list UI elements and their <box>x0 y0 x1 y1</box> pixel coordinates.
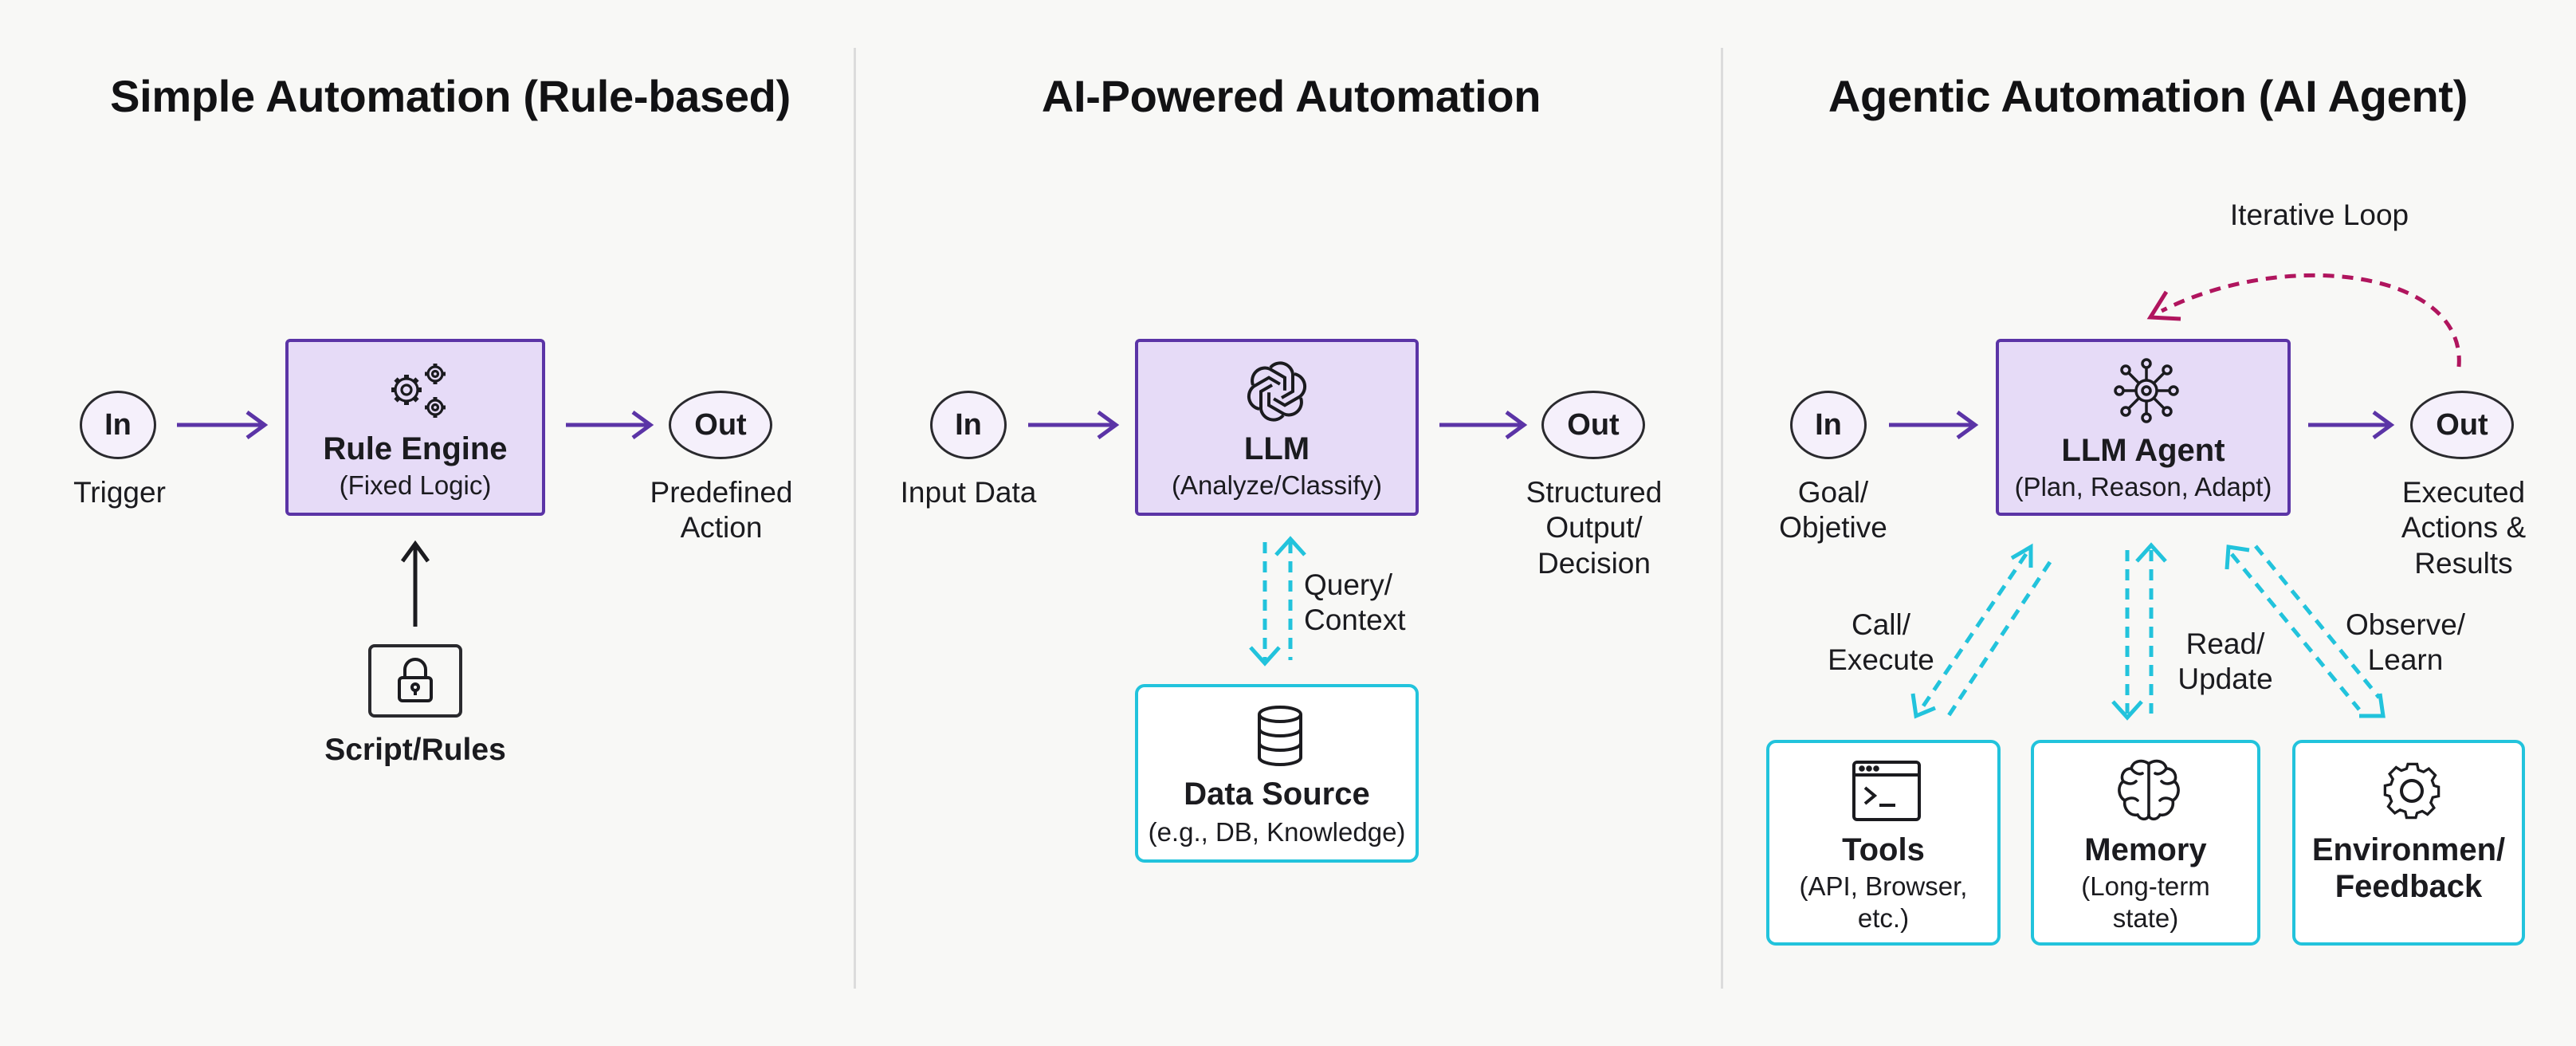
terminal-icon <box>1852 761 1921 821</box>
data-source-title: Data Source <box>1184 777 1370 812</box>
observe-line1: Observe/ <box>2345 608 2466 641</box>
llm-title: LLM <box>1243 431 1310 466</box>
arrow-llm-to-output <box>1439 410 1528 440</box>
exec-line3: Results <box>2414 546 2513 580</box>
output-line2: Output/ <box>1545 511 1643 545</box>
script-rules-label: Script/Rules <box>324 733 506 767</box>
output-line3: Decision <box>1537 546 1651 580</box>
tools-subtitle-2: etc.) <box>1857 903 1910 933</box>
arrow-agent-environment <box>2225 545 2386 718</box>
goal-line2: Objetive <box>1779 511 1887 545</box>
output-node: Out <box>1541 391 1645 459</box>
gears-icon <box>391 364 446 418</box>
panel-title-agentic: Agentic Automation (AI Agent) <box>1828 71 2468 121</box>
memory-box: Memory (Long-term state) <box>2031 740 2260 946</box>
llm-agent-title: LLM Agent <box>2061 433 2225 468</box>
panel-divider-2 <box>1721 48 1723 989</box>
call-line2: Execute <box>1828 643 1934 677</box>
arrow-iterative-loop <box>2146 273 2461 368</box>
iterative-loop-label: Iterative Loop <box>2229 199 2409 231</box>
panel-title-ai: AI-Powered Automation <box>1041 71 1541 121</box>
llm-agent-subtitle: (Plan, Reason, Adapt) <box>2014 472 2272 501</box>
arrow-goal-to-agent <box>1889 410 1979 440</box>
rule-engine-subtitle: (Fixed Logic) <box>339 470 492 500</box>
read-line1: Read/ <box>2185 627 2265 660</box>
data-source-box: Data Source (e.g., DB, Knowledge) <box>1135 684 1419 863</box>
tools-title: Tools <box>1842 832 1925 867</box>
input-node: In <box>930 391 1007 459</box>
arrow-llm-datasource <box>1262 542 1293 660</box>
panel-divider-1 <box>854 48 856 989</box>
rule-engine-box: Rule Engine (Fixed Logic) <box>285 339 545 516</box>
lock-icon <box>398 658 433 702</box>
output-line1: Structured <box>1526 476 1663 509</box>
rules-box <box>368 644 462 718</box>
memory-subtitle-1: (Long-term <box>2081 871 2210 901</box>
arrow-engine-to-output <box>566 410 654 440</box>
arrow-input-to-llm <box>1028 410 1120 440</box>
panel-title-simple: Simple Automation (Rule-based) <box>110 71 791 121</box>
input-data-label: Input Data <box>900 476 1037 509</box>
exec-line2: Actions & <box>2401 511 2527 545</box>
trigger-label: Trigger <box>73 476 166 509</box>
data-source-subtitle: (e.g., DB, Knowledge) <box>1148 817 1406 847</box>
llm-box: LLM (Analyze/Classify) <box>1135 339 1419 516</box>
arrow-agent-to-output <box>2308 410 2395 440</box>
environment-title-2: Feedback <box>2334 869 2483 904</box>
goal-line1: Goal/ <box>1797 476 1869 509</box>
tools-subtitle-1: (API, Browser, <box>1799 871 1968 901</box>
observe-line2: Learn <box>2367 643 2444 677</box>
output-node: Out <box>669 391 772 459</box>
observe-learn-label: Observe/ Learn <box>2334 608 2477 678</box>
environment-box: Environmen/ Feedback <box>2292 740 2525 946</box>
memory-title: Memory <box>2084 832 2207 867</box>
goal-label: Goal/ Objetive <box>1753 475 1913 546</box>
llm-agent-box: LLM Agent (Plan, Reason, Adapt) <box>1996 339 2291 516</box>
memory-subtitle-2: state) <box>2112 903 2179 933</box>
output-label-line2: Action <box>680 511 763 545</box>
rule-engine-title: Rule Engine <box>323 431 508 466</box>
structured-output-label: Structured Output/ Decision <box>1490 475 1698 581</box>
query-context-label: Query/ Context <box>1304 568 1431 639</box>
brain-icon <box>2118 759 2180 821</box>
llm-subtitle: (Analyze/Classify) <box>1171 470 1383 500</box>
call-execute-label: Call/ Execute <box>1809 608 1953 678</box>
input-node: In <box>1790 391 1867 459</box>
gear-icon <box>2383 762 2441 820</box>
network-hub-icon <box>2114 358 2179 423</box>
output-node: Out <box>2410 391 2514 459</box>
query-line2: Context <box>1304 604 1406 637</box>
output-label: Predefined Action <box>622 475 821 546</box>
call-line1: Call/ <box>1851 608 1911 641</box>
exec-line1: Executed <box>2401 476 2526 509</box>
input-node: In <box>80 391 156 459</box>
arrow-rules-to-engine <box>400 540 430 627</box>
arrow-trigger-to-engine <box>177 410 269 440</box>
executed-actions-label: Executed Actions & Results <box>2364 475 2563 581</box>
read-update-label: Read/ Update <box>2162 627 2289 698</box>
environment-title: Environmen/ <box>2311 832 2506 867</box>
arrow-agent-memory <box>2125 550 2154 714</box>
arrow-agent-tools <box>1910 543 2052 723</box>
output-label-line1: Predefined <box>650 476 793 509</box>
query-line1: Query/ <box>1304 568 1393 601</box>
read-line2: Update <box>2177 663 2273 696</box>
openai-logo-icon <box>1247 361 1307 422</box>
tools-box: Tools (API, Browser, etc.) <box>1766 740 2001 946</box>
database-icon <box>1258 706 1302 766</box>
